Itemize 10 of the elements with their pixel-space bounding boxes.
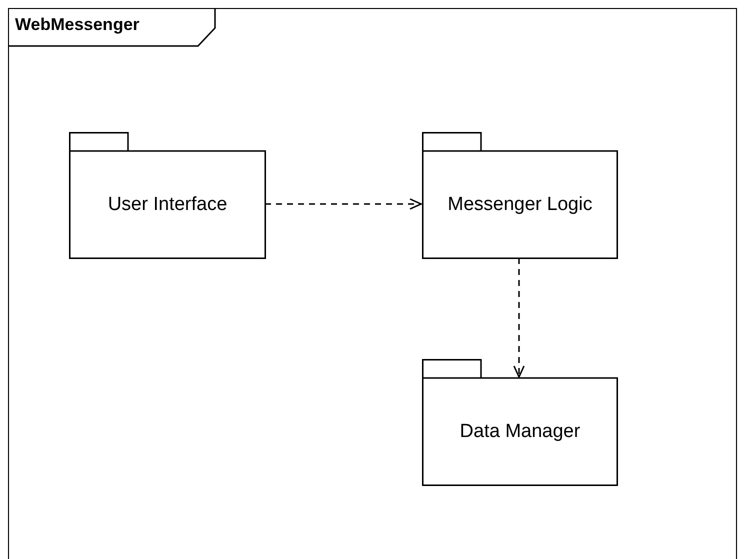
package-shape [69, 132, 266, 259]
package-label: User Interface [106, 193, 228, 217]
package-shape [422, 359, 618, 486]
dependency-arrow [265, 198, 422, 210]
diagram-frame [8, 8, 737, 559]
package-label: Messenger Logic [446, 193, 594, 217]
dependency-arrow [513, 258, 525, 378]
frame-title: WebMessenger [15, 15, 140, 35]
package-label: Data Manager [458, 420, 582, 444]
package-shape [422, 132, 618, 259]
